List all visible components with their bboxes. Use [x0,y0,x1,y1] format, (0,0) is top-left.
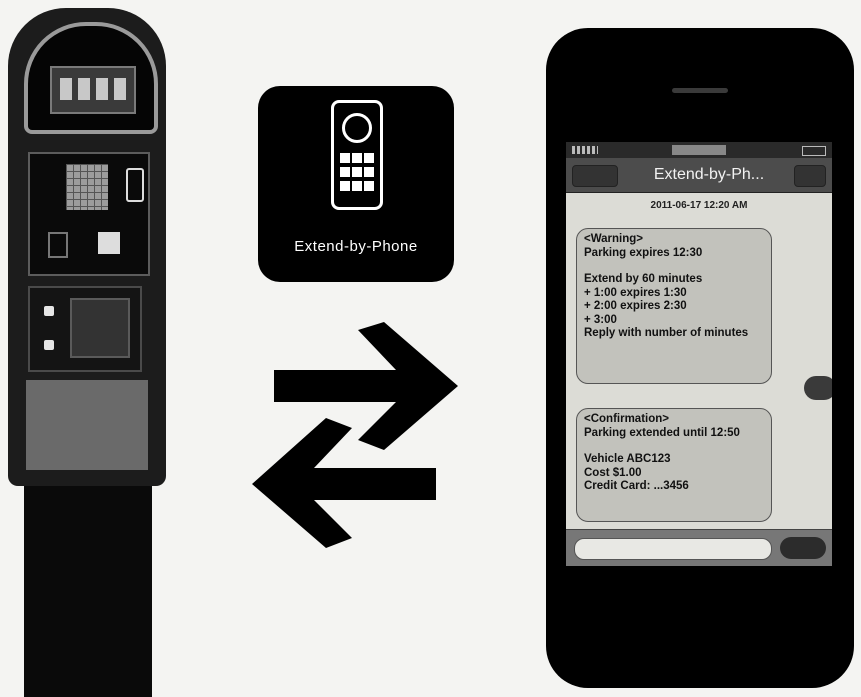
phone-earpiece [672,88,728,93]
message-line: Credit Card: ...3456 [584,480,764,494]
conversation-title: Extend-by-Ph... [626,166,792,184]
message-line: + 3:00 [584,314,764,328]
battery-icon [802,146,826,156]
meter-keypad-panel [28,286,142,372]
message-bubble-warning: <Warning> Parking expires 12:30 Extend b… [576,228,772,384]
message-line: Vehicle ABC123 [584,453,764,467]
reply-bubble [804,376,832,400]
message-line: <Confirmation> [584,413,764,427]
message-line: Reply with number of minutes [584,327,764,341]
meter-indicator [48,232,68,258]
status-bar [566,142,832,158]
meter-base [26,380,148,470]
app-icon-label: Extend-by-Phone [258,238,454,255]
mobile-phone-icon [331,100,383,210]
status-clock [672,145,726,155]
meter-pole [24,486,152,697]
parking-meter [0,0,175,697]
meter-dome [24,22,158,134]
message-line: Extend by 60 minutes [584,273,764,287]
message-input[interactable] [574,538,772,560]
message-input-row [566,529,832,566]
navigation-bar: Extend-by-Ph... [566,158,832,193]
send-button[interactable] [780,537,826,559]
message-line: <Warning> [584,233,764,247]
meter-control-panel [28,152,150,276]
edit-button[interactable] [794,165,826,187]
meter-keypad [70,298,130,358]
arrow-right [274,322,458,450]
message-timestamp: 2011-06-17 12:20 AM [566,200,832,211]
meter-display-window [50,66,136,114]
message-line: Parking extended until 12:50 [584,427,764,441]
message-line: + 2:00 expires 2:30 [584,300,764,314]
smartphone: Extend-by-Ph... 2011-06-17 12:20 AM <War… [546,28,854,688]
coin-slot-icon [126,168,144,202]
phone-screen: Extend-by-Ph... 2011-06-17 12:20 AM <War… [566,142,832,566]
message-line: Cost $1.00 [584,467,764,481]
meter-screen [66,164,108,210]
extend-by-phone-app-icon: Extend-by-Phone [258,86,454,282]
back-button[interactable] [572,165,618,187]
message-bubble-confirmation: <Confirmation> Parking extended until 12… [576,408,772,522]
message-line: + 1:00 expires 1:30 [584,287,764,301]
exchange-arrows-icon [246,320,466,550]
card-slot-icon [98,232,120,254]
arrow-left [252,418,436,548]
message-line: Parking expires 12:30 [584,247,764,261]
signal-icon [572,146,598,154]
